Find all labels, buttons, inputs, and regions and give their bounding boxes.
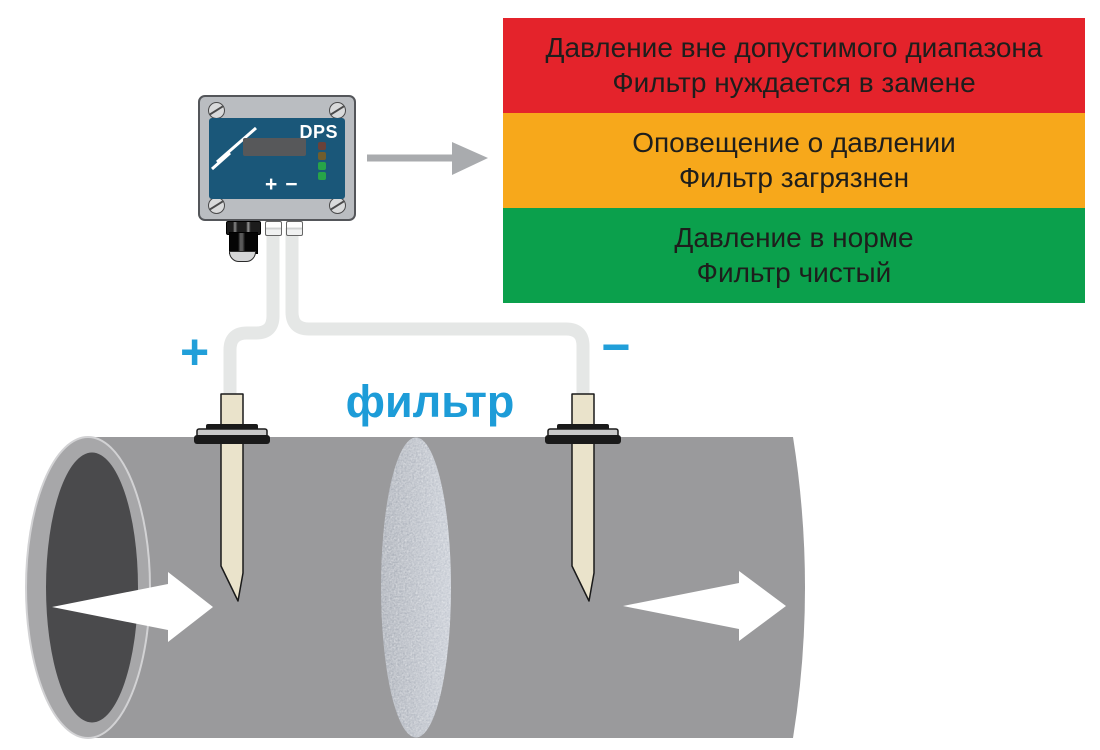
tube-port-minus <box>286 221 303 236</box>
led-indicator <box>318 162 326 170</box>
status-line: Давление в норме <box>674 222 914 254</box>
device-display <box>243 138 306 156</box>
probe-plus <box>220 393 244 602</box>
port-labels: + − <box>265 173 298 197</box>
status-band-warning: Оповещение о давлении Фильтр загрязнен <box>503 113 1085 208</box>
screw-icon <box>329 102 346 119</box>
flow-arrow-right <box>623 571 786 641</box>
status-band-normal: Давление в норме Фильтр чистый <box>503 208 1085 303</box>
device-model-label: DPS <box>299 122 338 142</box>
status-line: Фильтр чистый <box>696 256 892 288</box>
filter-element-texture <box>381 437 451 738</box>
led-indicator <box>318 172 326 180</box>
device-front-panel: DPS + − <box>209 118 345 199</box>
pipe-opening <box>46 452 138 723</box>
screw-icon <box>329 197 346 214</box>
minus-probe-label: − <box>601 319 631 375</box>
probe-flange-plus <box>194 424 270 444</box>
tube-minus <box>285 228 590 398</box>
plus-probe-label: + <box>180 324 210 380</box>
status-line: Давление вне допустимого диапазона <box>545 32 1043 64</box>
tube-port-plus <box>265 221 282 236</box>
probe-flange-minus <box>545 424 621 444</box>
status-line: Фильтр загрязнен <box>678 161 910 193</box>
led-indicator <box>318 152 326 160</box>
screw-icon <box>208 102 225 119</box>
pointer-arrow <box>367 142 488 175</box>
tube-plus <box>223 228 280 398</box>
status-line: Фильтр нуждается в замене <box>612 66 976 98</box>
plus-port-label: + <box>265 173 278 196</box>
probe-minus <box>571 393 595 602</box>
minus-port-label: − <box>285 173 298 196</box>
status-legend: Давление вне допустимого диапазона Фильт… <box>503 18 1085 303</box>
status-line: Оповещение о давлении <box>632 127 956 159</box>
slash-logo-icon <box>211 126 257 171</box>
led-indicator <box>318 142 326 150</box>
filter-label: фильтр <box>345 376 515 427</box>
pressure-sensor-device: DPS + − <box>198 95 356 262</box>
screw-icon <box>208 197 225 214</box>
status-band-alarm: Давление вне допустимого диапазона Фильт… <box>503 18 1085 113</box>
flow-arrow-left <box>52 572 213 642</box>
pipe-right-cap <box>793 437 805 738</box>
